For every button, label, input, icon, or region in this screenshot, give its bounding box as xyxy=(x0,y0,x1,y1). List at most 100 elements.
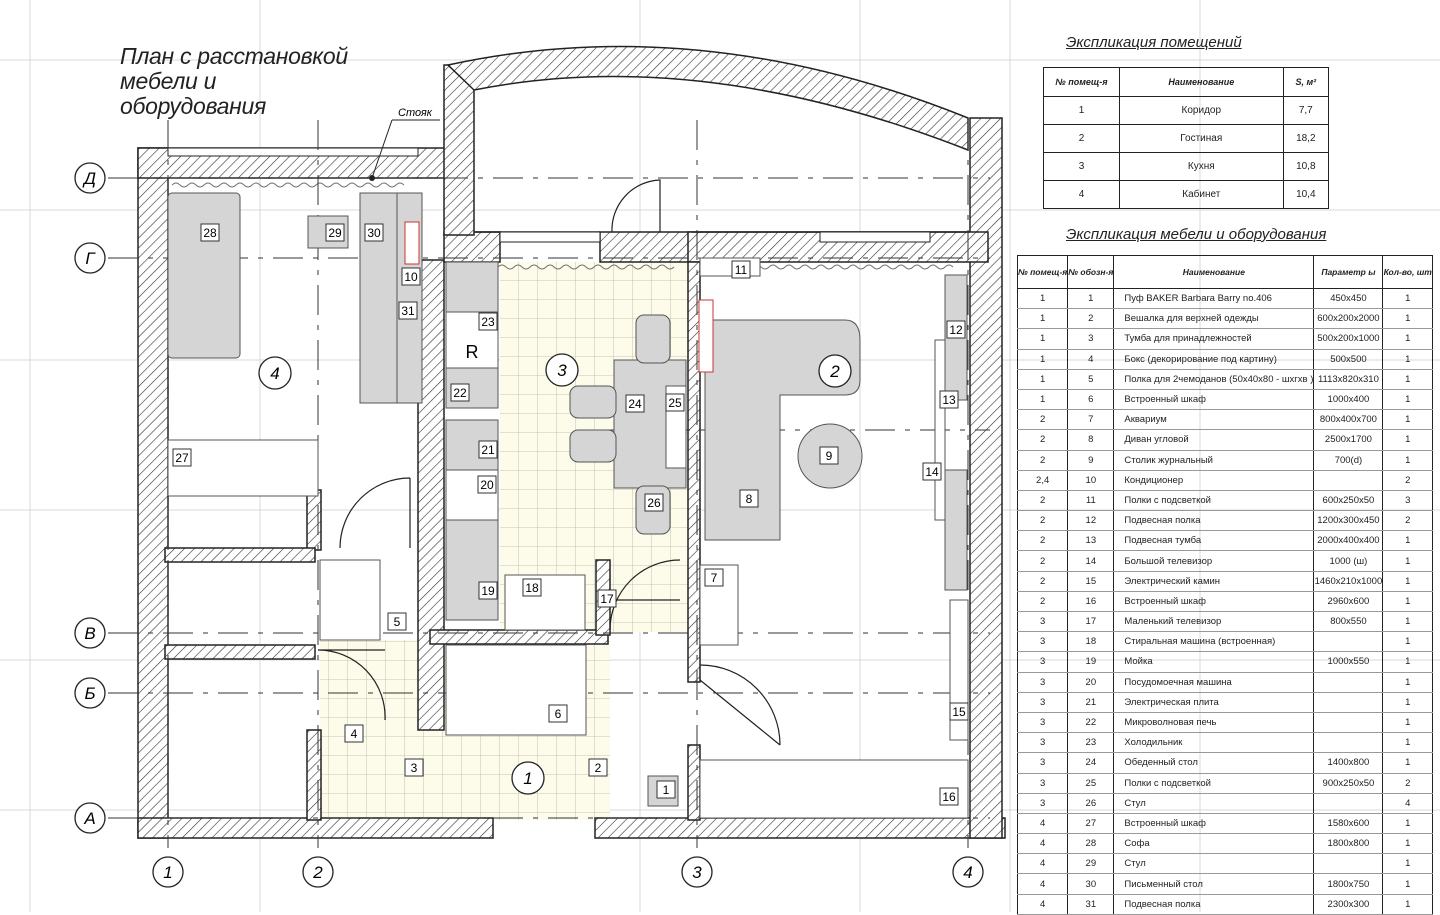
table-cell: 22 xyxy=(1067,712,1115,734)
table-cell: 3 xyxy=(1016,732,1069,754)
furniture-tag-text: 21 xyxy=(481,443,495,457)
table-cell: 6 xyxy=(1067,389,1115,411)
table-cell: 1 xyxy=(1382,873,1433,895)
table-cell: Письменный стол xyxy=(1113,873,1315,895)
axis-col-2: 2 xyxy=(312,863,323,882)
axis-col-4: 4 xyxy=(963,863,972,882)
table-cell: 2 xyxy=(1016,571,1069,592)
table-cell: 5 xyxy=(1067,369,1115,390)
table-cell: 2 xyxy=(1382,510,1433,532)
table-cell: 18,2 xyxy=(1282,124,1330,153)
table-cell: Маленький телевизор xyxy=(1113,611,1315,633)
table-cell xyxy=(1313,692,1384,713)
furniture-tag-text: 9 xyxy=(826,449,833,463)
rooms-header-number: № помещ-я xyxy=(1043,67,1120,97)
furniture-tag-22: 22 xyxy=(450,383,470,402)
axis-col-3: 3 xyxy=(692,863,702,882)
axis-col-1: 1 xyxy=(163,863,172,882)
furniture-tag-text: 3 xyxy=(411,761,418,775)
table-cell: 17 xyxy=(1067,611,1115,633)
furniture-tag-text: 14 xyxy=(925,465,939,479)
table-cell: 4 xyxy=(1016,833,1069,855)
table-cell: 3 xyxy=(1016,773,1069,794)
furniture-tag-1: 1 xyxy=(656,780,676,799)
furniture-tag-text: 30 xyxy=(367,226,381,240)
table-cell: 2960x600 xyxy=(1313,591,1384,613)
table-cell: Стул xyxy=(1113,793,1315,814)
table-cell: 3 xyxy=(1016,651,1069,673)
furniture-tag-29: 29 xyxy=(325,223,345,242)
table-cell: 1 xyxy=(1382,369,1433,390)
table-cell: 14 xyxy=(1067,550,1115,572)
furn-header-params: Параметр ы xyxy=(1313,255,1384,289)
room-marker-1: 1 xyxy=(523,769,532,788)
table-cell: 2 xyxy=(1016,510,1069,532)
furniture-tag-11: 11 xyxy=(731,260,751,279)
furn-header-name: Наименование xyxy=(1113,255,1315,289)
table-cell: 1 xyxy=(1382,732,1433,754)
table-cell: Электрический камин xyxy=(1113,571,1315,592)
table-cell: 2 xyxy=(1067,308,1115,330)
table-cell: Подвесная полка xyxy=(1113,510,1315,532)
furniture-tag-text: 8 xyxy=(746,492,753,506)
table-cell: 1000 (ш) xyxy=(1313,550,1384,572)
table-cell: 900x250x50 xyxy=(1313,773,1384,794)
table-cell: 20 xyxy=(1067,672,1115,693)
furniture-tag-text: 7 xyxy=(711,571,718,585)
table-cell: 3 xyxy=(1043,152,1120,181)
table-cell: 1 xyxy=(1382,651,1433,673)
table-cell: Коридор xyxy=(1118,96,1284,125)
chair-top xyxy=(635,314,671,364)
room-marker-3: 3 xyxy=(557,361,567,380)
table-cell: 1 xyxy=(1382,571,1433,592)
washer-18 xyxy=(504,574,586,631)
table-cell: 1 xyxy=(1067,288,1115,310)
table-cell: Вешалка для верхней одежды xyxy=(1113,308,1315,330)
table-cell: 1 xyxy=(1382,550,1433,572)
table-cell: 1200x300x450 xyxy=(1313,510,1384,532)
furniture-tag-16: 16 xyxy=(939,787,959,806)
table-cell: 28 xyxy=(1067,833,1115,855)
table-cell: 4 xyxy=(1016,894,1069,915)
furniture-tag-text: 2 xyxy=(595,761,602,775)
table-cell xyxy=(1313,712,1384,734)
table-cell: 3 xyxy=(1382,490,1433,512)
table-cell: Посудомоечная машина xyxy=(1113,672,1315,693)
furniture-tag-20: 20 xyxy=(477,475,497,494)
table-cell: 3 xyxy=(1016,793,1069,814)
furniture-tag-19: 19 xyxy=(478,581,498,600)
table-cell: 3 xyxy=(1067,328,1115,350)
table-cell: 2 xyxy=(1016,530,1069,552)
riser-label: Стояк xyxy=(398,107,433,119)
table-cell: 1 xyxy=(1382,308,1433,330)
table-cell: 26 xyxy=(1067,793,1115,814)
furniture-tag-text: R xyxy=(466,342,479,362)
furniture-tag-9: 9 xyxy=(819,446,839,465)
shelf-5 xyxy=(319,559,381,641)
table-cell: 24 xyxy=(1067,752,1115,774)
furniture-tag-text: 10 xyxy=(404,270,418,284)
plan-title: План с расстановкой мебели и оборудовани… xyxy=(120,44,348,119)
table-cell: 4 xyxy=(1043,180,1120,209)
table-cell: 31 xyxy=(1067,894,1115,915)
table-cell: 13 xyxy=(1067,530,1115,552)
fridge-23 xyxy=(445,261,499,313)
chair-left-1 xyxy=(569,385,617,419)
table-cell xyxy=(1313,631,1384,653)
furniture-tag-10: 10 xyxy=(401,267,421,286)
table-cell: 19 xyxy=(1067,651,1115,673)
table-cell: 1 xyxy=(1016,308,1069,330)
